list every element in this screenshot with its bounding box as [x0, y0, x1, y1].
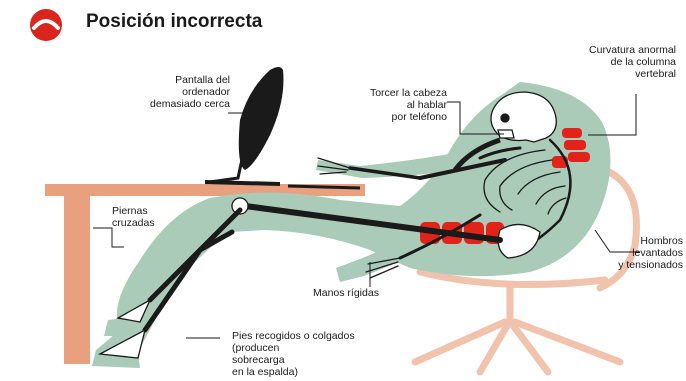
label-torcer-cabeza: Torcer la cabeza al hablar por teléfono [327, 87, 447, 123]
label-pantalla: Pantalla del ordenador demasiado cerca [118, 74, 230, 110]
label-piernas: Piernas cruzadas [112, 205, 202, 229]
page-title: Posición incorrecta [86, 11, 262, 33]
label-pies: Pies recogidos o colgados (producen sobr… [232, 330, 412, 378]
label-manos: Manos rígidas [313, 287, 423, 299]
sad-face-icon [30, 9, 62, 41]
label-hombros: Hombros levantados y tensionados [585, 235, 683, 271]
label-curvatura: Curvatura anormal de la columna vertebra… [532, 44, 676, 80]
